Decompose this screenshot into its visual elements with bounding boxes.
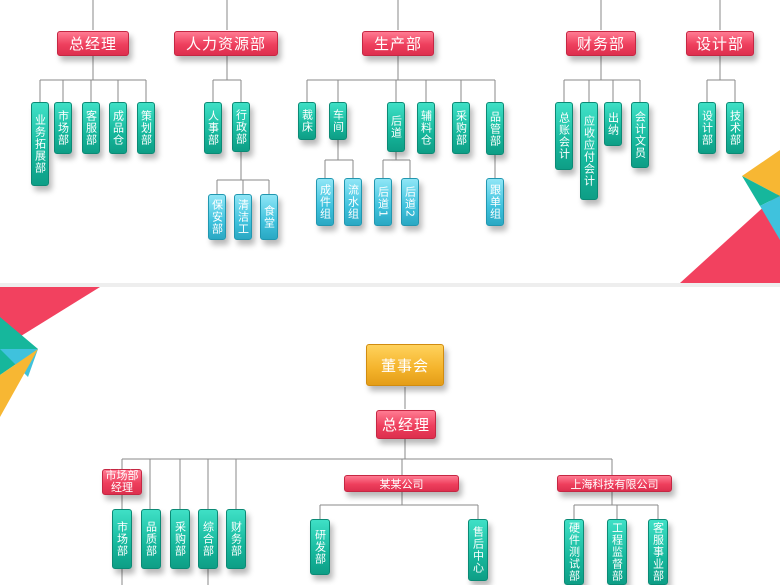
marketing-child-node: 采购部 bbox=[170, 509, 190, 569]
company-b-child-node: 工程监督部 bbox=[607, 519, 627, 585]
production-department-node: 生产部 bbox=[362, 31, 434, 56]
hr-department-node: 人力资源部 bbox=[174, 31, 278, 56]
design-child-node: 技术部 bbox=[726, 102, 744, 154]
bottom-general-manager-node: 总经理 bbox=[376, 410, 436, 439]
decorative-triangles-left bbox=[0, 287, 100, 417]
company-b-child-node: 客服事业部 bbox=[648, 519, 668, 585]
company-a-child-node: 售后中心 bbox=[468, 519, 488, 581]
slide-separator bbox=[0, 283, 780, 287]
admin-child-node: 清洁工 bbox=[234, 194, 252, 240]
production-child-node: 品管部 bbox=[486, 102, 504, 155]
top-org-chart-slide: 总经理 人力资源部 生产部 财务部 设计部 业务拓展部 市场部 客服部 成品仓 … bbox=[0, 0, 780, 283]
gm-child-node: 业务拓展部 bbox=[31, 102, 49, 186]
workshop-child-node: 成件组 bbox=[316, 178, 334, 226]
gm-child-node: 策划部 bbox=[137, 102, 155, 154]
marketing-child-node: 品质部 bbox=[141, 509, 161, 569]
admin-child-node: 食堂 bbox=[260, 194, 278, 240]
hr-child-node: 行政部 bbox=[232, 102, 250, 152]
workshop-child-node: 流水组 bbox=[344, 178, 362, 226]
finishing-child-node: 后道1 bbox=[374, 178, 392, 226]
production-child-node: 采购部 bbox=[452, 102, 470, 154]
company-a-child-node: 研发部 bbox=[310, 519, 330, 575]
finance-child-node: 应收应付会计 bbox=[580, 102, 598, 200]
company-a-node: 某某公司 bbox=[344, 475, 459, 492]
production-child-node: 辅料仓 bbox=[417, 102, 435, 154]
company-b-child-node: 硬件测试部 bbox=[564, 519, 584, 585]
production-child-node: 车间 bbox=[329, 102, 347, 140]
gm-child-node: 市场部 bbox=[54, 102, 72, 154]
marketing-child-node: 综合部 bbox=[198, 509, 218, 569]
design-child-node: 设计部 bbox=[698, 102, 716, 154]
bottom-org-chart-slide: 董事会 总经理 市场部经理 某某公司 上海科技有限公司 市场部 品质部 采购部 … bbox=[0, 287, 780, 585]
company-b-node: 上海科技有限公司 bbox=[557, 475, 672, 492]
bottom-connector-lines bbox=[121, 387, 659, 585]
gm-child-node: 成品仓 bbox=[109, 102, 127, 154]
gm-child-node: 客服部 bbox=[82, 102, 100, 154]
marketing-manager-node: 市场部经理 bbox=[102, 469, 142, 495]
finance-department-node: 财务部 bbox=[566, 31, 636, 56]
production-child-node: 裁床 bbox=[298, 102, 316, 140]
finance-child-node: 出纳 bbox=[604, 102, 622, 146]
board-node: 董事会 bbox=[366, 344, 444, 386]
marketing-child-node: 市场部 bbox=[112, 509, 132, 569]
decorative-triangles-right bbox=[680, 150, 780, 283]
finance-child-node: 总账会计 bbox=[555, 102, 573, 170]
top-connector-lines bbox=[39, 0, 736, 194]
finance-child-node: 会计文员 bbox=[631, 102, 649, 168]
design-department-node: 设计部 bbox=[686, 31, 754, 56]
general-manager-node: 总经理 bbox=[57, 31, 129, 56]
qc-child-node: 跟单组 bbox=[486, 178, 504, 226]
hr-child-node: 人事部 bbox=[204, 102, 222, 154]
finishing-child-node: 后道2 bbox=[401, 178, 419, 226]
admin-child-node: 保安部 bbox=[208, 194, 226, 240]
production-child-node: 后道 bbox=[387, 102, 405, 152]
marketing-child-node: 财务部 bbox=[226, 509, 246, 569]
